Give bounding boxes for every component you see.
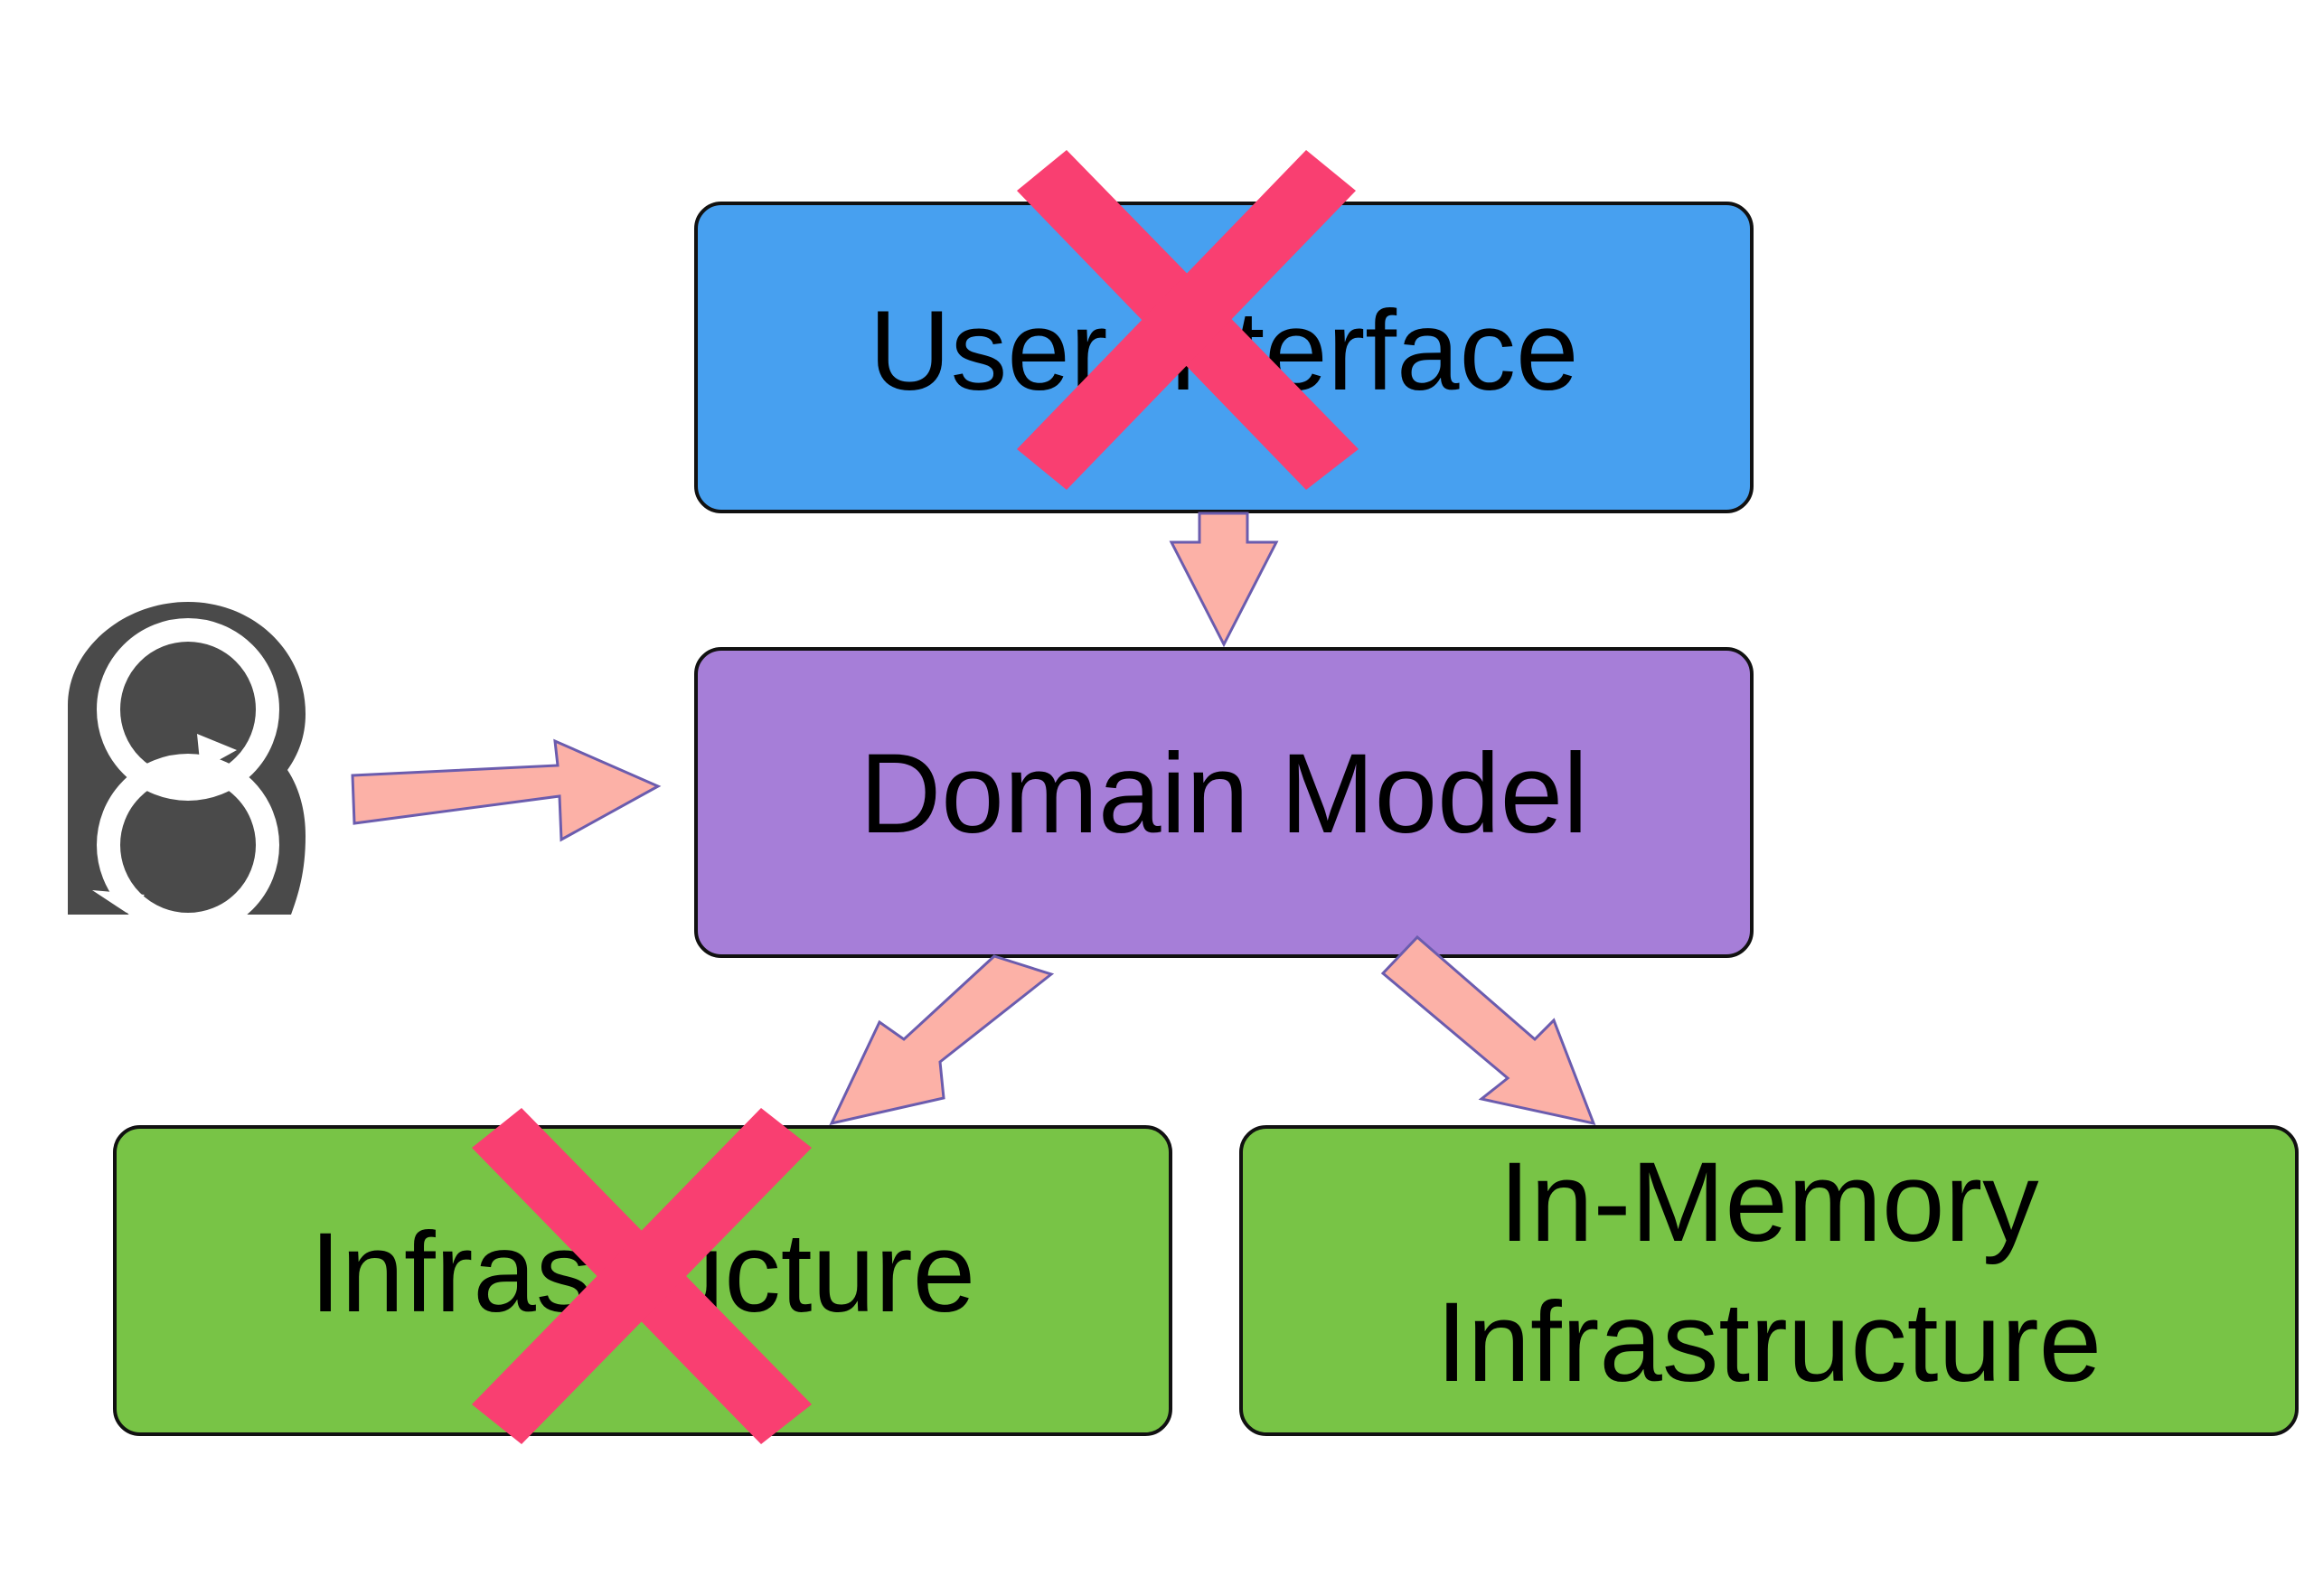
in-memory-label-line2: Infrastructure (1436, 1280, 2102, 1405)
arrows (351, 512, 1596, 1126)
arrow-domain-to-in-memory (1380, 934, 1596, 1126)
logo-upper-arrowhead (197, 734, 237, 770)
ui-cross-stroke-b (1017, 150, 1356, 490)
in-memory-infrastructure-node: In-Memory Infrastructure (1239, 1125, 2299, 1436)
logo-lower-ring (97, 754, 279, 936)
domain-model-box (694, 647, 1754, 958)
cross-mark-icon (472, 1108, 812, 1444)
arrow-domain-to-infrastructure (829, 954, 1055, 1126)
cross-mark-icon (1017, 150, 1359, 490)
infrastructure-cross-stroke-b (472, 1108, 812, 1444)
logo-upper-ring (97, 618, 279, 801)
refresh-cycle-logo-icon (68, 602, 306, 936)
in-memory-infrastructure-box (1239, 1125, 2299, 1436)
domain-model-label: Domain Model (860, 731, 1588, 857)
domain-model-node: Domain Model (694, 647, 1754, 958)
in-memory-label-line1: In-Memory (1499, 1140, 2039, 1265)
arrow-ui-to-domain (1169, 512, 1279, 648)
logo-lower-arrowhead (92, 890, 145, 913)
arrow-logo-to-domain (351, 738, 662, 842)
